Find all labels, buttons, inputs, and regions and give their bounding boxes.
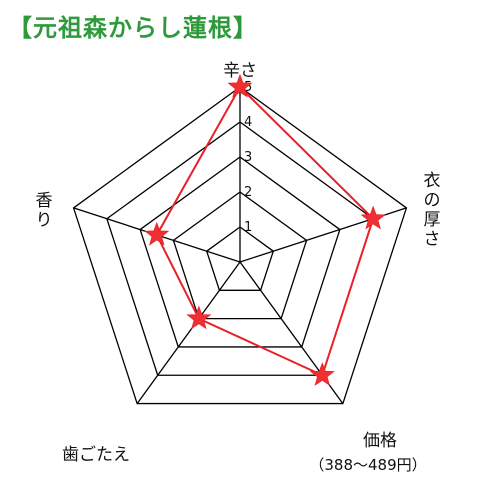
axis-label-3: 歯ごたえ <box>62 445 130 465</box>
grid-ring-2 <box>172 191 308 320</box>
series-point-0 <box>227 73 253 98</box>
tick-label-2: 2 <box>244 185 252 200</box>
series-line-0 <box>155 85 375 377</box>
axis-sublabel-2: （388～489円） <box>309 456 426 474</box>
series-point-4 <box>144 221 170 246</box>
tick-label-3: 3 <box>244 150 252 165</box>
grid-ring-1 <box>205 226 275 291</box>
axis-label-0: 辛さ <box>223 61 257 81</box>
axis-label-1: 衣の厚さ <box>424 171 441 250</box>
series-point-1 <box>360 205 386 230</box>
axis-label-2: 価格 <box>363 431 397 451</box>
series-point-3 <box>186 305 212 330</box>
chart-title: 【元祖森からし蓮根】 <box>8 14 258 42</box>
tick-label-4: 4 <box>244 115 252 130</box>
axis-label-4: 香り <box>36 191 53 231</box>
series-point-2 <box>309 362 335 386</box>
grid-ring-5 <box>72 86 408 405</box>
tick-label-5: 5 <box>244 80 252 95</box>
grid-ring-4 <box>106 121 374 376</box>
tick-label-1: 1 <box>244 220 252 235</box>
grid-ring-3 <box>139 156 341 348</box>
axis-spoke-3 <box>136 261 241 404</box>
